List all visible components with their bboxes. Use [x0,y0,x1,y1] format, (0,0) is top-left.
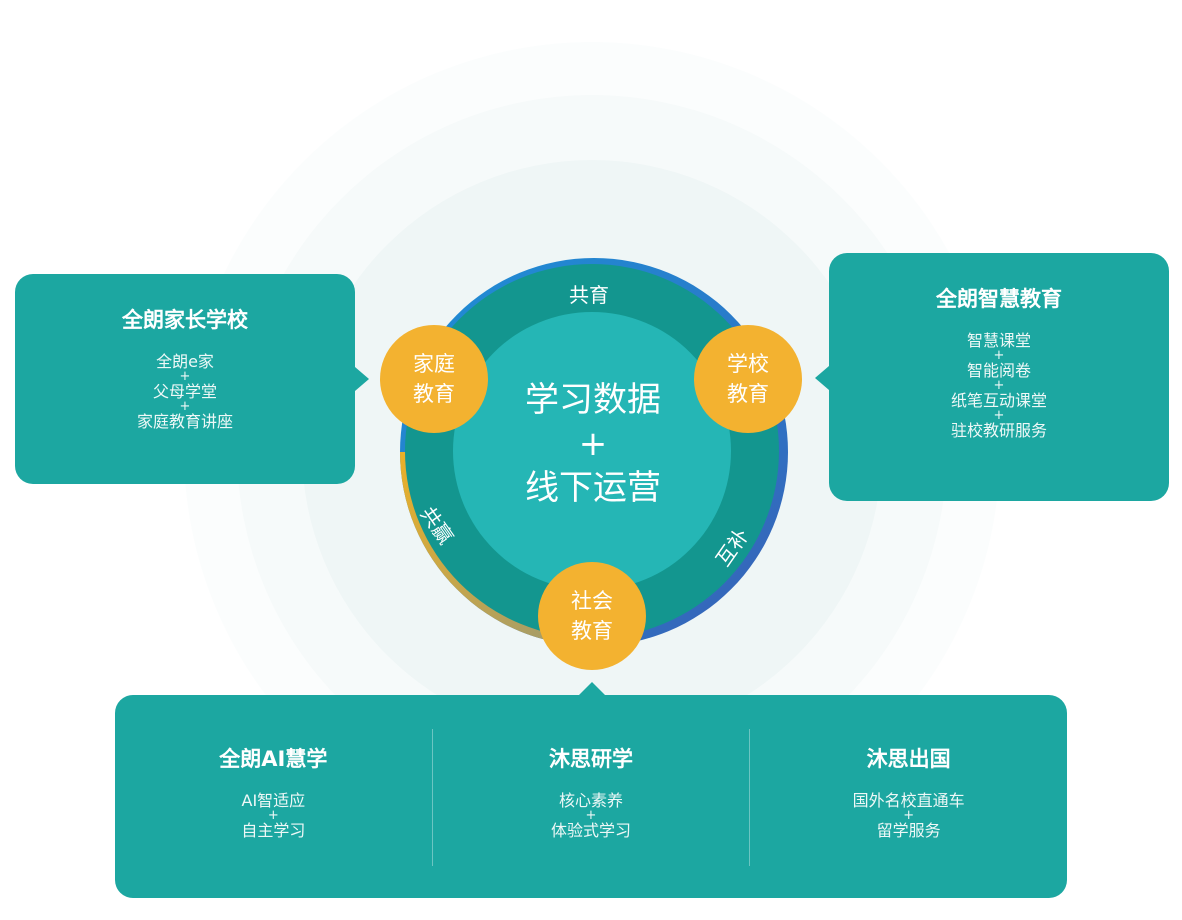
card-column-study-abroad: 沐思出国 国外名校直通车 + 留学服务 [750,695,1067,898]
card-plus: + [179,369,191,384]
node-school-education: 学校 教育 [694,325,802,433]
card-title: 全朗智慧教育 [936,287,1062,311]
card-plus: + [993,408,1005,423]
node-society-education: 社会 教育 [538,562,646,670]
card-title: 沐思出国 [866,747,951,771]
node-society-line-1: 社会 [571,589,613,613]
card-item: 纸笔互动课堂 [950,391,1047,410]
card-left-pointer [355,367,369,391]
center-line-1: 学习数据 [525,380,661,420]
card-item: 体验式学习 [551,821,632,840]
card-column-ai-learning: 全朗AI慧学 AI智适应 + 自主学习 [115,695,432,898]
card-plus: + [585,808,597,823]
column-divider [749,729,751,866]
card-item: 国外名校直通车 [852,791,965,810]
node-family-line-1: 家庭 [413,352,455,376]
card-column-study-tour: 沐思研学 核心素养 + 体验式学习 [433,695,750,898]
card-title: 沐思研学 [549,747,633,771]
center-line-2: 线下运营 [525,468,661,508]
card-item: 自主学习 [241,821,306,840]
card-plus: + [993,378,1005,393]
card-item: 全朗e家 [156,352,214,371]
card-item: 父母学堂 [152,382,217,401]
card-item: 留学服务 [876,821,941,840]
card-bottom-pointer [578,682,606,696]
card-social-education: 全朗AI慧学 AI智适应 + 自主学习 沐思研学 核心素养 + 体验式学习 沐思… [115,695,1067,898]
node-school-line-1: 学校 [727,352,769,376]
card-item: 智慧课堂 [966,331,1031,350]
card-item: 家庭教育讲座 [136,412,233,431]
card-plus: + [179,399,191,414]
card-item: 核心素养 [559,791,624,810]
node-society-line-2: 教育 [571,619,613,643]
card-parent-school: 全朗家长学校 全朗e家 + 父母学堂 + 家庭教育讲座 [15,274,355,484]
card-plus: + [267,808,279,823]
column-divider [431,729,433,866]
card-smart-education: 全朗智慧教育 智慧课堂 + 智能阅卷 + 纸笔互动课堂 + 驻校教研服务 [829,253,1169,501]
node-family-education: 家庭 教育 [380,325,488,433]
card-item: 驻校教研服务 [950,421,1047,440]
card-right-pointer [815,366,829,390]
center-text: 学习数据 + 线下运营 [453,378,733,510]
center-plus: + [578,424,608,464]
node-school-line-2: 教育 [727,382,769,406]
ring-label-top: 共育 [569,283,609,307]
card-plus: + [993,348,1005,363]
card-title: 全朗AI慧学 [219,747,328,771]
card-title: 全朗家长学校 [122,308,248,332]
center-circle [453,312,731,590]
card-item: AI智适应 [241,791,306,810]
card-plus: + [903,808,915,823]
node-family-line-2: 教育 [413,382,455,406]
card-item: 智能阅卷 [966,361,1031,380]
